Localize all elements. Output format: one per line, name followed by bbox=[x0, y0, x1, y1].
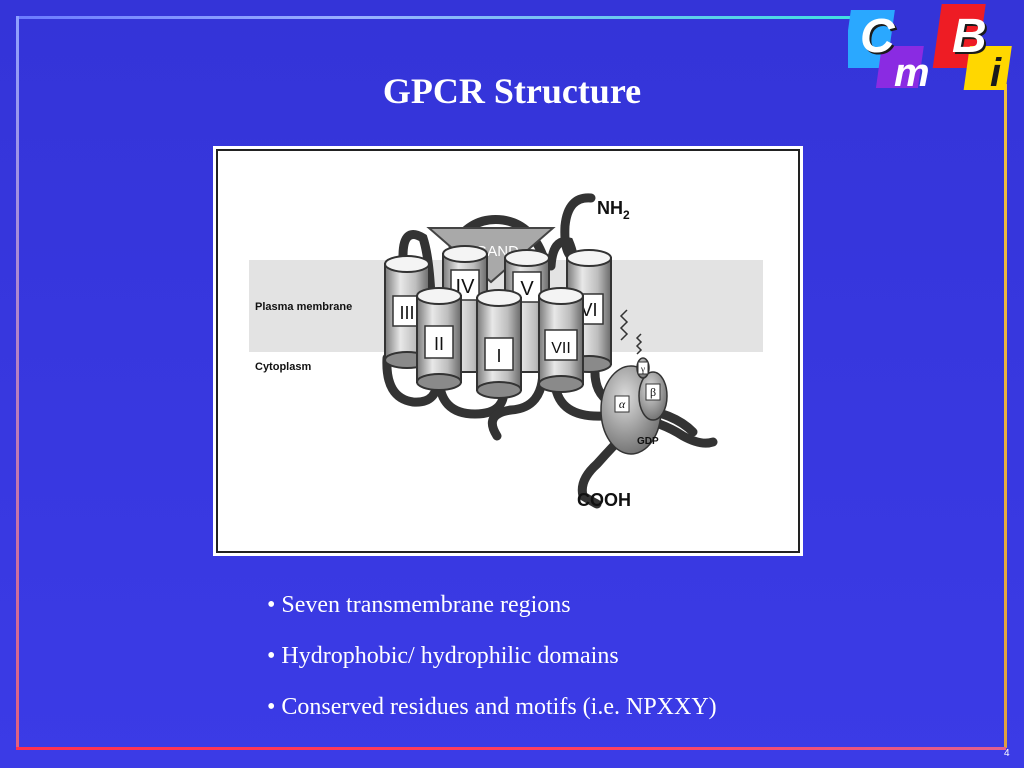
helix-i: I bbox=[476, 289, 522, 399]
bullet-item: • Conserved residues and motifs (i.e. NP… bbox=[267, 694, 717, 720]
helix-label-ii: II bbox=[434, 334, 444, 354]
logo-letter-b-front: B bbox=[952, 10, 987, 63]
bullet-list: • Seven transmembrane regions • Hydropho… bbox=[267, 590, 717, 743]
logo-letter-b: B bbox=[954, 12, 989, 65]
g-protein: α β γ GDP bbox=[600, 309, 668, 455]
cmbi-logo: C C m B B i bbox=[848, 4, 1012, 92]
g-beta-label: β bbox=[650, 385, 656, 399]
diagram-border bbox=[216, 149, 800, 553]
bullet-item: • Hydrophobic/ hydrophilic domains bbox=[267, 643, 619, 669]
loop-7-inner bbox=[487, 365, 548, 441]
helix-label-vi: VI bbox=[580, 300, 597, 320]
nh2-label: NH2 bbox=[597, 198, 630, 222]
helix-label-iv: IV bbox=[456, 276, 476, 298]
helix-label-v: V bbox=[520, 278, 534, 300]
plasma-membrane-label: Plasma membrane bbox=[255, 301, 352, 313]
cooh-label: COOH bbox=[577, 490, 631, 510]
helix-label-iii: III bbox=[399, 303, 414, 323]
gpcr-diagram-svg: Plasma membrane Cytoplasm LIGAND bbox=[216, 149, 800, 553]
frame-line-right bbox=[1004, 84, 1007, 748]
bullet-item: • Seven transmembrane regions bbox=[267, 592, 571, 618]
helix-ii: II bbox=[416, 287, 462, 391]
page-number: 4 bbox=[1004, 748, 1010, 759]
logo-letter-c-front: C bbox=[860, 10, 896, 63]
frame-line-left bbox=[16, 16, 19, 748]
frame-line-top bbox=[18, 16, 858, 19]
gpcr-diagram: Plasma membrane Cytoplasm LIGAND bbox=[213, 146, 803, 556]
slide-title: GPCR Structure bbox=[382, 71, 642, 111]
logo-letter-i: i bbox=[990, 51, 1002, 92]
helix-label-i: I bbox=[496, 346, 501, 366]
helix-vii: VII bbox=[538, 287, 584, 393]
logo-letter-c: C bbox=[862, 12, 898, 65]
frame-line-bottom bbox=[16, 747, 1006, 750]
logo-letter-m: m bbox=[894, 51, 930, 92]
gdp-label: GDP bbox=[637, 436, 659, 447]
helix-label-vii: VII bbox=[551, 340, 571, 357]
g-alpha-label: α bbox=[619, 397, 626, 411]
cytoplasm-label: Cytoplasm bbox=[255, 361, 311, 373]
g-gamma-label: γ bbox=[640, 364, 645, 374]
